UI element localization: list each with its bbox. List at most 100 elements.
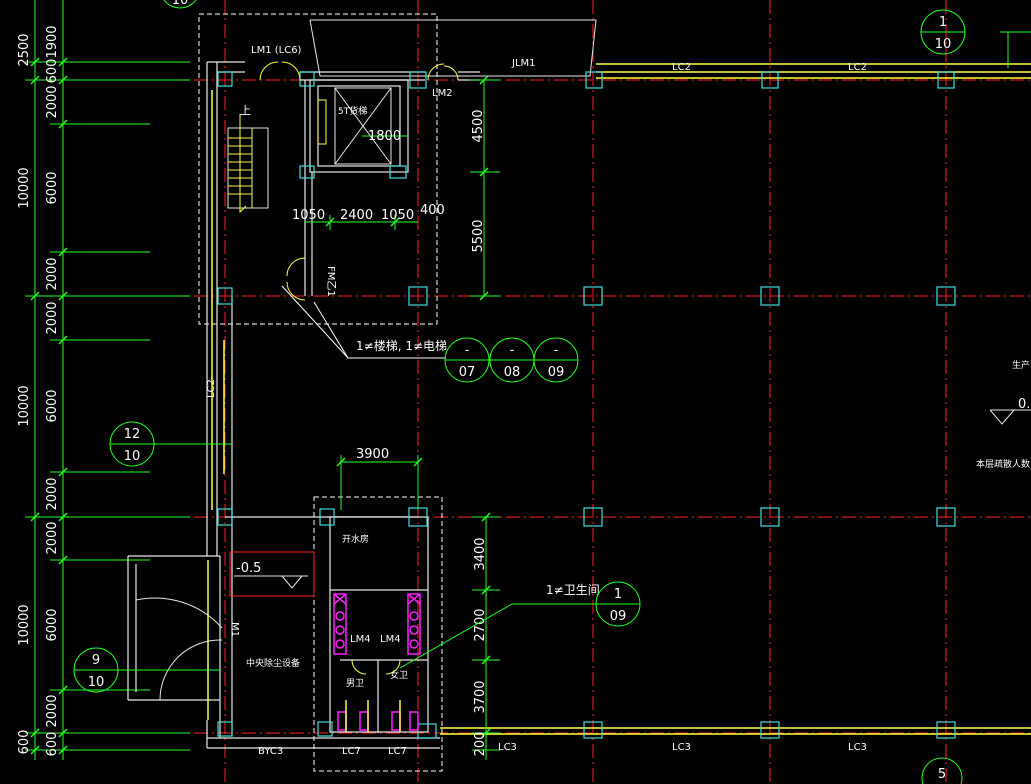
door-window-labels: LM1 (LC6) JLM1 LM2 FM乙1 M1 LM4 LM4 LC2 L… — [206, 45, 867, 757]
label-lc7-b: LC7 — [388, 746, 407, 757]
dim-inner-6000: 6000 — [45, 608, 60, 641]
stair-elevator-detail-box — [198, 13, 438, 325]
toilet-leader — [399, 603, 600, 669]
note-stair-elevator: 1≠楼梯, 1≠电梯 — [356, 338, 447, 353]
elevator-car — [317, 87, 392, 165]
axis-bubble-top-left-label: 10 — [172, 0, 189, 8]
svg-text:9: 9 — [92, 653, 100, 668]
svg-text:09: 09 — [548, 365, 565, 380]
svg-text:-: - — [554, 343, 559, 358]
label-fm: FM乙1 — [325, 266, 337, 297]
left-dimension-text: 2500 10000 10000 10000 600 1900 600 2000… — [17, 25, 60, 756]
label-lc3-a: LC3 — [498, 742, 517, 753]
dim-3900: 3900 — [356, 447, 389, 462]
jlm1-canopy — [309, 19, 597, 77]
dim-inner-1900: 1900 — [45, 25, 60, 58]
svg-text:10: 10 — [88, 675, 105, 690]
label-lm4-b: LM4 — [380, 634, 401, 645]
dim-outer-2500: 2500 — [17, 33, 32, 66]
svg-text:-: - — [510, 343, 515, 358]
dim-inner-600: 600 — [45, 59, 60, 84]
dim-2400: 2400 — [340, 208, 373, 223]
dim-1050-right: 1050 — [381, 208, 414, 223]
dim-outer-10000: 10000 — [17, 167, 32, 208]
label-lm4-a: LM4 — [350, 634, 371, 645]
stair-up-label: 上 — [240, 104, 251, 117]
label-byc3: BYC3 — [258, 746, 283, 757]
dim-outer-600: 600 — [17, 730, 32, 755]
dim-3700: 3700 — [473, 680, 488, 713]
svg-text:10: 10 — [124, 449, 141, 464]
elevation-left: -0.5 — [236, 561, 261, 576]
svg-text:1: 1 — [614, 587, 622, 602]
svg-text:1: 1 — [939, 15, 947, 30]
dim-inner-2000: 2000 — [45, 85, 60, 118]
elevation-markers — [229, 409, 1031, 597]
dim-2700: 2700 — [473, 608, 488, 641]
label-lc2-top-a: LC2 — [672, 62, 691, 73]
dim-outer-10000: 10000 — [17, 385, 32, 426]
dim-inner-2000: 2000 — [45, 694, 60, 727]
label-lc3-c: LC3 — [848, 742, 867, 753]
label-m1: M1 — [229, 622, 240, 637]
staircase — [227, 114, 269, 214]
dim-1800: 1800 — [368, 129, 401, 144]
left-dimension-lines — [25, 0, 190, 760]
svg-text:07: 07 — [459, 365, 476, 380]
label-lc3-b: LC3 — [672, 742, 691, 753]
room-production: 生产 — [1012, 359, 1030, 371]
dim-inner-600: 600 — [45, 732, 60, 757]
svg-text:10: 10 — [935, 37, 952, 52]
evac-note: 本层疏散人数< — [976, 458, 1031, 470]
label-lc2-left: LC2 — [206, 379, 217, 398]
detail-bubbles — [73, 0, 966, 784]
label-lc2-top-b: LC2 — [848, 62, 867, 73]
room-female-wc: 女卫 — [390, 669, 408, 681]
dim-200: 200 — [473, 732, 488, 757]
label-lm1-lc6: LM1 (LC6) — [251, 45, 302, 56]
dim-inner-2000: 2000 — [45, 257, 60, 290]
dim-400: 400 — [420, 203, 445, 218]
dim-inner-2000: 2000 — [45, 521, 60, 554]
svg-text:08: 08 — [504, 365, 521, 380]
elevation-box — [229, 551, 315, 597]
dim-inner-2000: 2000 — [45, 301, 60, 334]
axis-bubble-top-left — [163, 0, 197, 9]
dim-inner-2000: 2000 — [45, 477, 60, 510]
dim-inner-6000: 6000 — [45, 389, 60, 422]
dim-inner-6000: 6000 — [45, 171, 60, 204]
dim-3400: 3400 — [473, 537, 488, 570]
room-male-wc: 男卫 — [346, 678, 364, 689]
detail-bubble-text: 1 10 12 10 9 10 - 07 - 08 - 09 1 09 10 5 — [88, 0, 952, 782]
dim-5500: 5500 — [471, 219, 486, 252]
room-control: 中央除尘设备 — [246, 657, 300, 669]
elevation-right: 0. — [1018, 397, 1030, 412]
room-elevator: 5T货梯 — [338, 105, 367, 117]
doors — [135, 61, 459, 701]
windows — [207, 63, 1031, 735]
label-lm2: LM2 — [432, 88, 453, 99]
room-labels: 5T货梯 开水房 男卫 女卫 中央除尘设备 生产 本层疏散人数< 上 — [240, 104, 1031, 689]
label-jlm1: JLM1 — [511, 58, 536, 69]
dim-outer-10000: 10000 — [17, 604, 32, 645]
label-lc7-a: LC7 — [342, 746, 361, 757]
toilet-detail-box — [313, 496, 443, 772]
toilet-fixtures — [333, 593, 421, 732]
axis-bubble-bottom-right — [921, 757, 963, 784]
axis-bubble-bottom-right-label: 5 — [938, 767, 946, 782]
left-dimension-ticks — [30, 57, 68, 755]
svg-text:12: 12 — [124, 427, 141, 442]
detail-boundaries — [198, 13, 443, 772]
svg-text:-: - — [465, 343, 470, 358]
svg-text:09: 09 — [610, 609, 627, 624]
room-boiler: 开水房 — [342, 533, 369, 545]
columns — [217, 71, 956, 739]
leader-lines — [281, 285, 446, 359]
dim-1050-left: 1050 — [292, 208, 325, 223]
interior-dimension-text: 4500 5500 3400 2700 3700 200 1050 2400 1… — [292, 109, 488, 756]
note-toilet: 1≠卫生间 — [546, 583, 600, 597]
interior-dimension-ticks — [325, 75, 491, 738]
dim-4500: 4500 — [471, 109, 486, 142]
